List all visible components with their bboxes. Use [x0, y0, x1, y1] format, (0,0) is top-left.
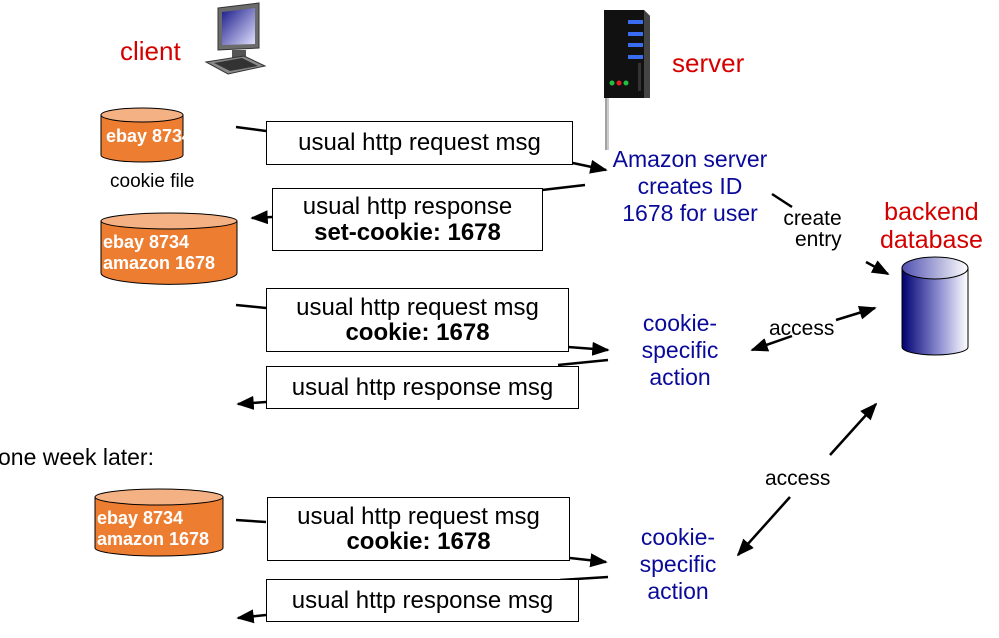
- cookie-file-cylinder-3: [94, 488, 224, 557]
- access-label-2: access: [765, 467, 831, 490]
- arrow-access-2-down: [736, 496, 791, 557]
- message-6-line1: usual http response msg: [291, 586, 554, 614]
- arrow-response-3-out: [236, 609, 267, 624]
- message-box-request-cookie-2: usual http request msg cookie: 1678: [267, 497, 570, 561]
- cookie-file-3-text: ebay 8734 amazon 1678: [97, 508, 209, 549]
- message-5-line1: usual http request msg: [297, 502, 540, 530]
- cookie-file-caption: cookie file: [110, 171, 195, 192]
- action-1-line2: specific: [641, 336, 719, 363]
- action-2-line3: action: [647, 577, 709, 604]
- message-box-response-set-cookie: usual http response set-cookie: 1678: [272, 188, 543, 251]
- access-label-1: access: [769, 317, 835, 340]
- one-week-later-label: one week later:: [0, 444, 154, 470]
- cookie-file-3-line1: ebay 8734: [97, 508, 184, 528]
- arrow-response-1-out: [250, 210, 273, 225]
- arrow-request-3-in: [235, 518, 267, 524]
- cookie-file-1-line1: ebay 8734: [106, 126, 193, 146]
- arrow-access-2-up: [829, 402, 878, 456]
- cookie-specific-action-2: cookie- specific action: [618, 524, 738, 605]
- create-id-line3: 1678 for user: [622, 199, 758, 226]
- message-box-request-1: usual http request msg: [266, 121, 573, 165]
- cookie-file-3-line2: amazon 1678: [97, 528, 210, 549]
- database-cylinder-icon: [901, 256, 969, 356]
- arrow-response-2-out: [236, 395, 267, 410]
- server-label: server: [672, 48, 745, 78]
- message-4-line1: usual http response msg: [291, 373, 554, 401]
- action-2-line1: cookie-: [640, 524, 716, 550]
- arrow-request-2-out: [567, 341, 610, 356]
- create-entry-line2: entry: [795, 228, 842, 251]
- desktop-computer-icon: [204, 2, 267, 75]
- arrow-request-3-out: [569, 553, 608, 568]
- create-id-line2: creates ID: [637, 172, 743, 199]
- action-1-line3: action: [649, 363, 711, 390]
- message-1-line1: usual http request msg: [298, 129, 541, 157]
- message-2-line1: usual http response: [302, 193, 513, 221]
- backend-label-line1: backend: [884, 198, 979, 226]
- create-id-line1: Amazon server: [612, 146, 768, 172]
- arrow-create-entry-b: [865, 260, 890, 276]
- message-box-response-1: usual http response msg: [266, 366, 579, 409]
- cookie-file-2-line2: amazon 1678: [103, 252, 216, 273]
- message-2-line2: set-cookie: 1678: [314, 218, 501, 246]
- arrow-request-1-out: [567, 159, 608, 174]
- message-box-response-2: usual http response msg: [266, 579, 579, 622]
- cookie-file-1-text: ebay 8734: [106, 126, 192, 147]
- backend-label-line2: database: [880, 226, 983, 254]
- message-5-line2: cookie: 1678: [346, 528, 491, 555]
- server-tower-icon: [604, 10, 650, 150]
- action-2-line2: specific: [639, 550, 717, 577]
- arrow-request-1-in: [235, 125, 267, 133]
- message-3-line1: usual http request msg: [296, 293, 539, 321]
- arrow-access-1-up: [835, 305, 877, 322]
- action-1-line1: cookie-: [642, 310, 718, 336]
- cookie-specific-action-1: cookie- specific action: [620, 310, 740, 391]
- server-create-id-text: Amazon server creates ID 1678 for user: [590, 146, 790, 227]
- message-flow-arrows: [235, 125, 890, 624]
- create-entry-label: create entry: [782, 207, 842, 251]
- arrow-response-1-in: [541, 183, 586, 192]
- client-label: client: [120, 36, 181, 66]
- cookie-file-2-text: ebay 8734 amazon 1678: [103, 232, 215, 273]
- arrow-access-1-down: [750, 334, 793, 352]
- arrow-request-2-in: [235, 303, 267, 310]
- cookie-file-cylinder-1: [100, 107, 184, 163]
- message-3-line2: cookie: 1678: [345, 319, 490, 346]
- arrow-response-2-in: [557, 358, 609, 367]
- message-box-request-cookie-1: usual http request msg cookie: 1678: [266, 288, 569, 352]
- arrow-create-entry-a: [771, 192, 793, 209]
- cookie-file-2-line1: ebay 8734: [103, 232, 190, 252]
- cookie-file-cylinder-2: [100, 212, 238, 285]
- create-entry-line1: create: [783, 207, 842, 230]
- backend-database-label: backend database: [880, 198, 983, 254]
